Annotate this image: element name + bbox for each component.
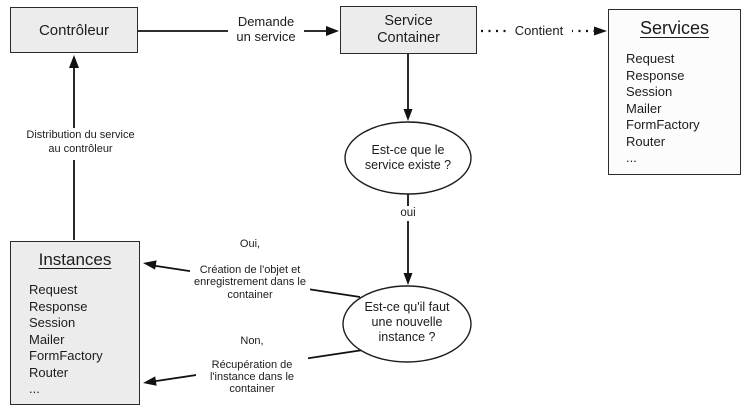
edge-label-contient: Contient xyxy=(506,22,572,40)
decision-new-instance-label: Est-ce qu'il faut une nouvelle instance … xyxy=(364,300,450,344)
list-item: FormFactory xyxy=(626,117,700,132)
list-item: Mailer xyxy=(29,331,65,347)
arrow-oui-head xyxy=(403,273,413,285)
list-item: Request xyxy=(29,282,78,297)
list-item: Response xyxy=(29,298,88,314)
list-item: FormFactory xyxy=(29,348,103,363)
services-title: Services xyxy=(639,18,710,38)
list-item: Session xyxy=(626,84,673,99)
controleur-box: Contrôleur xyxy=(10,7,138,53)
decision-service-exists-ellipse xyxy=(344,121,472,195)
arrow-distribution-head xyxy=(69,55,79,68)
edge-label-creation: Oui, Création de l'objet et enregistreme… xyxy=(190,238,310,303)
list-item: ... xyxy=(626,150,637,165)
list-item: Router xyxy=(29,364,69,380)
list-item: Session xyxy=(29,315,76,330)
service-container-box: Service Container xyxy=(340,6,477,54)
instances-list: Request Response Session Mailer FormFact… xyxy=(29,282,139,398)
arrow-recuperation-head xyxy=(143,376,157,386)
services-list: Request Response Session Mailer FormFact… xyxy=(626,51,740,167)
instances-box: Instances Request Response Session Maile… xyxy=(10,241,140,405)
list-item: Response xyxy=(626,67,685,83)
arrow-sc-to-exists-head xyxy=(403,109,413,121)
list-item: ... xyxy=(29,381,40,396)
decision-new-instance-ellipse xyxy=(342,285,472,363)
list-item: Mailer xyxy=(626,100,662,116)
decision-service-exists-label: Est-ce que le service existe ? xyxy=(364,143,452,172)
instances-title: Instances xyxy=(38,250,112,269)
arrow-demande-head xyxy=(326,26,339,36)
arrow-creation-head xyxy=(143,260,157,270)
edge-label-distribution: Distribution du service au contrôleur xyxy=(20,128,141,160)
list-item: Request xyxy=(626,51,675,66)
edge-label-demande: Demande un service xyxy=(228,14,304,44)
edge-label-oui: oui xyxy=(394,206,422,221)
services-box: Services Request Response Session Mailer… xyxy=(608,9,741,175)
edge-label-recuperation: Non, Récupération de l'instance dans le … xyxy=(196,335,308,397)
list-item: Router xyxy=(626,133,666,149)
arrow-contient-head xyxy=(594,26,607,36)
